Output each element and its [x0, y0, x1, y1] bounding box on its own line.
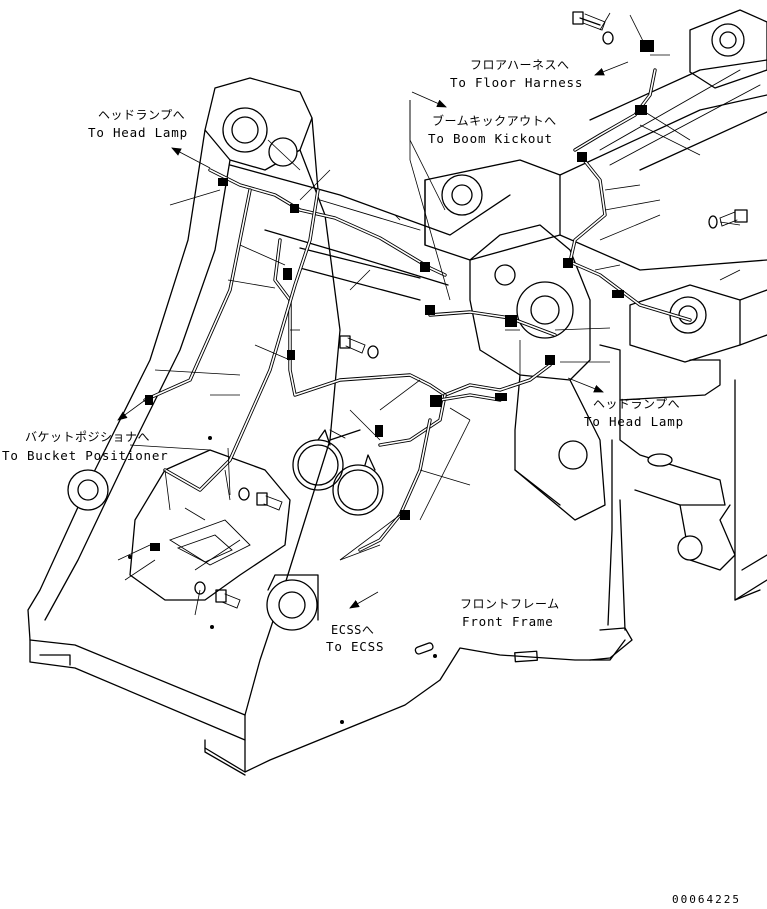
bolt-right	[708, 209, 748, 229]
bolt-lower-2	[194, 581, 241, 609]
label-head-lamp-left-jp: ヘッドランプへ	[98, 108, 185, 122]
horn-left	[292, 439, 344, 491]
arrow-to-head-lamp-left	[171, 147, 211, 169]
label-head-lamp-left-en: To Head Lamp	[88, 125, 188, 140]
label-front-frame: フロントフレーム Front Frame	[460, 597, 560, 629]
callout-leaders	[117, 12, 741, 616]
drawing-number: 00064225	[672, 893, 741, 906]
label-head-lamp-left: ヘッドランプへ To Head Lamp	[88, 108, 188, 140]
arrow-to-floor-harness	[594, 61, 629, 76]
direction-arrows	[117, 61, 629, 609]
arrow-to-bucket-positioner	[117, 397, 149, 421]
label-boom-kickout-jp: ブームキックアウトへ	[432, 113, 557, 128]
label-floor-harness-en: To Floor Harness	[450, 75, 583, 90]
bolt-lower-1	[238, 487, 283, 511]
label-front-frame-en: Front Frame	[462, 614, 554, 629]
front-frame-drawing	[27, 9, 767, 776]
arrow-to-boom-kickout	[411, 91, 447, 108]
fasteners	[128, 11, 748, 724]
label-boom-kickout: ブームキックアウトへ To Boom Kickout	[428, 113, 557, 146]
harness-clamps	[145, 40, 654, 551]
label-boom-kickout-en: To Boom Kickout	[428, 131, 553, 146]
label-ecss: ECSSへ To ECSS	[326, 623, 384, 654]
right-lower-boss	[677, 535, 703, 561]
wire-harness	[143, 40, 692, 552]
label-ecss-jp: ECSSへ	[331, 623, 374, 637]
label-bucket-positioner-en: To Bucket Positioner	[2, 448, 169, 463]
label-bucket-positioner-jp: バケットポジショナへ	[25, 430, 150, 444]
label-head-lamp-right: ヘッドランプへ To Head Lamp	[584, 397, 684, 429]
horn-right	[332, 464, 384, 516]
horn-assembly	[292, 429, 384, 516]
arrow-to-ecss	[349, 591, 379, 609]
label-ecss-en: To ECSS	[326, 639, 384, 654]
label-head-lamp-right-en: To Head Lamp	[584, 414, 684, 429]
label-bucket-positioner: バケットポジショナへ To Bucket Positioner	[2, 430, 169, 463]
label-floor-harness-jp: フロアハーネスへ	[470, 58, 570, 72]
plate-slot	[414, 642, 434, 655]
tower-pin-boss-2	[268, 137, 298, 167]
label-head-lamp-right-jp: ヘッドランプへ	[593, 397, 680, 411]
bolt-top	[572, 11, 614, 45]
label-front-frame-jp: フロントフレーム	[460, 597, 560, 611]
label-floor-harness: フロアハーネスへ To Floor Harness	[450, 58, 583, 90]
arrow-to-head-lamp-right	[567, 377, 604, 393]
bolt-center	[339, 335, 379, 359]
